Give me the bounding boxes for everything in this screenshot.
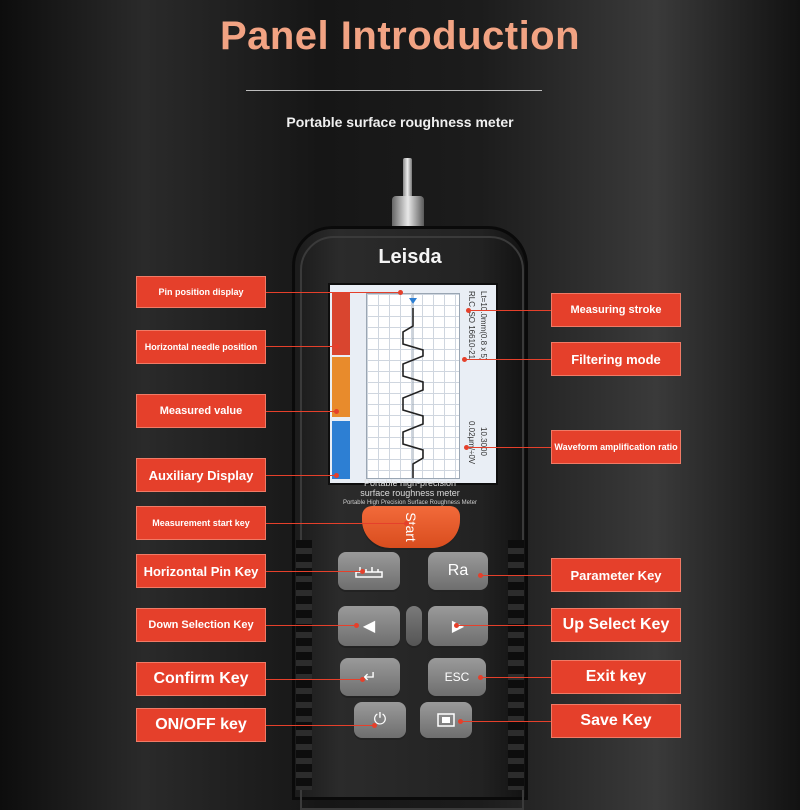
start-key-label: Start (402, 512, 419, 542)
page-subtitle: Portable surface roughness meter (286, 114, 514, 130)
screen-bar-orange (332, 357, 350, 417)
center-rocker (406, 606, 422, 646)
leader-horizontal-needle (266, 346, 336, 347)
label-up-select-key: Up Select Key (551, 608, 681, 642)
leader-save-key (462, 721, 551, 722)
label-down-selection-key: Down Selection Key (136, 608, 266, 642)
dot-measuring-stroke (466, 308, 471, 313)
esc-key-label: ESC (444, 670, 470, 684)
dot-measured-value (334, 409, 339, 414)
label-measured-value: Measured value (136, 394, 266, 428)
device-brand: Leisda (378, 246, 442, 268)
screen-bar-red (332, 293, 350, 355)
leader-parameter-key (482, 575, 551, 576)
dot-auxiliary-display (334, 473, 339, 478)
dot-parameter-key (478, 573, 483, 578)
dot-on-off-key (372, 723, 377, 728)
on-off-key[interactable]: ⏻ (354, 702, 406, 738)
label-measuring-stroke: Measuring stroke (551, 293, 681, 327)
grip-left (296, 540, 312, 790)
label-horizontal-pin-key: Horizontal Pin Key (136, 554, 266, 588)
label-parameter-key: Parameter Key (551, 558, 681, 592)
dot-up-select-key (454, 623, 459, 628)
dot-down-selection (354, 623, 359, 628)
dot-start-key (404, 521, 409, 526)
screen-scale-text: 0.02μm/÷0V (467, 421, 476, 465)
dot-confirm-key (360, 677, 365, 682)
leader-exit-key (482, 677, 551, 678)
leader-horizontal-pin-key (266, 571, 362, 572)
leader-confirm-key (266, 679, 362, 680)
screen-bar-blue (332, 421, 350, 479)
leader-waveform-ratio (468, 447, 551, 448)
needle-marker (409, 298, 417, 304)
waveform-plot (366, 293, 460, 479)
probe-collar (392, 196, 424, 230)
leader-measuring-stroke (470, 310, 551, 311)
save-icon (437, 713, 455, 727)
page-title: Panel Introduction (219, 14, 581, 58)
leader-on-off-key (266, 725, 374, 726)
device-caption-2: surface roughness meter (360, 488, 460, 498)
label-horizontal-needle-position: Horizontal needle position (136, 330, 266, 364)
dot-exit-key (478, 675, 483, 680)
label-measurement-start-key: Measurement start key (136, 506, 266, 540)
label-pin-position-display: Pin position display (136, 276, 266, 308)
dot-waveform-ratio (464, 445, 469, 450)
label-on-off-key: ON/OFF key (136, 708, 266, 742)
exit-key[interactable]: ESC (428, 658, 486, 696)
dot-horizontal-pin-key (360, 569, 365, 574)
screen-stroke-text: Lt=10.0mm(0.8 x 5) (479, 291, 488, 361)
leader-filtering-mode (466, 359, 551, 360)
parameter-key[interactable]: Ra (428, 552, 488, 590)
screen-filter-text: RLC ISO 16610-21 (467, 291, 476, 360)
probe-rod (403, 158, 412, 198)
waveform-svg (402, 294, 424, 478)
save-key[interactable] (420, 702, 472, 738)
label-save-key: Save Key (551, 704, 681, 738)
screen-ratio-text: 10.3000 (479, 427, 488, 456)
dot-pin-position (398, 290, 403, 295)
enter-icon: ↵ (363, 669, 377, 686)
device-screen: Lt=10.0mm(0.8 x 5) RLC ISO 16610-21 10.3… (328, 283, 498, 485)
grip-right (508, 540, 524, 790)
dot-save-key (458, 719, 463, 724)
waveform-trace (402, 308, 424, 478)
start-key[interactable]: Start (362, 506, 460, 548)
down-selection-key[interactable]: ◀ (338, 606, 400, 646)
device-caption-3: Portable High Precision Surface Roughnes… (342, 500, 478, 506)
leader-start-key (266, 523, 406, 524)
label-confirm-key: Confirm Key (136, 662, 266, 696)
dot-filtering-mode (462, 357, 467, 362)
leader-measured-value (266, 411, 336, 412)
device-caption-1: Portable high-precision (363, 478, 457, 488)
leader-pin-position (266, 292, 400, 293)
label-exit-key: Exit key (551, 660, 681, 694)
confirm-key[interactable]: ↵ (340, 658, 400, 696)
leader-auxiliary-display (266, 475, 336, 476)
label-filtering-mode: Filtering mode (551, 342, 681, 376)
dot-horizontal-needle (334, 344, 339, 349)
title-divider (246, 90, 542, 91)
arrow-left-icon: ◀ (362, 618, 376, 635)
ra-key-label: Ra (447, 562, 469, 579)
leader-down-selection (266, 625, 356, 626)
label-waveform-amplification-ratio: Waveform amplification ratio (551, 430, 681, 464)
leader-up-select-key (458, 625, 551, 626)
label-auxiliary-display: Auxiliary Display (136, 458, 266, 492)
